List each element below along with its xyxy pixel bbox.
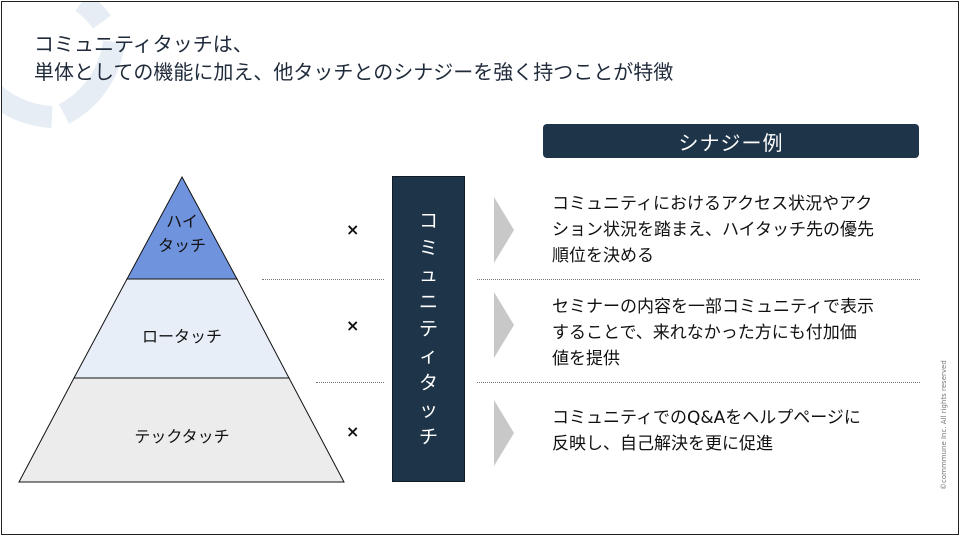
page-title: コミュニティタッチは、 単体としての機能に加え、他タッチとのシナジーを強く持つこ… xyxy=(34,30,673,86)
community-touch-char: ッ xyxy=(418,398,438,421)
times-symbol-high: × xyxy=(346,220,360,239)
title-line-1: コミュニティタッチは、 xyxy=(34,32,253,56)
community-touch-char: コ xyxy=(418,209,438,232)
high-touch-label-line-2: タッチ xyxy=(157,236,206,255)
example-2-line-2: することで、来れなかった方にも付加価 xyxy=(552,323,857,343)
touch-pyramid xyxy=(18,175,345,483)
example-1-line-3: 順位を決める xyxy=(552,246,654,266)
synergy-example-3: コミュニティでのQ&Aをヘルプページに 反映し、自己解決を更に促進 xyxy=(552,405,861,457)
synergy-example-2: セミナーの内容を一部コミュニティで表示 することで、来れなかった方にも付加価 値… xyxy=(552,294,874,372)
copyright-text: ©commmune Inc. All rights reserved xyxy=(940,360,948,490)
community-touch-char: テ xyxy=(418,317,438,340)
times-symbol-low: × xyxy=(346,316,360,335)
separator-left-1 xyxy=(262,279,384,280)
times-symbol-tech: × xyxy=(346,422,360,441)
chevron-right-icon xyxy=(494,197,514,263)
chevron-right-icon xyxy=(494,400,514,466)
synergy-example-1: コミュニティにおけるアクセス状況やアク ション状況を踏まえ、ハイタッチ先の優先 … xyxy=(552,191,874,269)
low-touch-label: ロータッチ xyxy=(141,327,222,346)
example-1-line-2: ション状況を踏まえ、ハイタッチ先の優先 xyxy=(552,220,874,240)
community-touch-char: ミ xyxy=(418,236,438,259)
example-3-line-2: 反映し、自己解決を更に促進 xyxy=(552,434,773,454)
community-touch-box: コ ミ ュ ニ テ ィ タ ッ チ xyxy=(392,176,465,482)
community-touch-char: ュ xyxy=(418,263,438,286)
high-touch-label-line-1: ハイ xyxy=(166,212,198,231)
chevron-right-icon xyxy=(494,292,514,358)
high-touch-label: ハイ タッチ xyxy=(142,210,222,258)
example-3-line-1: コミュニティでのQ&Aをヘルプページに xyxy=(552,408,861,428)
example-1-line-1: コミュニティにおけるアクセス状況やアク xyxy=(552,194,873,214)
decorative-ring xyxy=(2,2,125,128)
community-touch-char: チ xyxy=(418,425,438,448)
separator-left-2 xyxy=(316,382,384,383)
example-2-line-1: セミナーの内容を一部コミュニティで表示 xyxy=(552,297,874,317)
tech-touch-label: テックタッチ xyxy=(134,427,230,446)
community-touch-char: タ xyxy=(418,371,438,394)
community-touch-char: ニ xyxy=(418,290,438,313)
community-touch-char: ィ xyxy=(418,344,438,367)
separator-right-2 xyxy=(477,382,920,383)
title-line-2: 単体としての機能に加え、他タッチとのシナジーを強く持つことが特徴 xyxy=(34,60,674,84)
separator-right-1 xyxy=(477,279,920,280)
synergy-examples-header: シナジー例 xyxy=(543,124,919,158)
pyramid-tier-tech-touch xyxy=(18,377,345,483)
example-2-line-3: 値を提供 xyxy=(552,349,620,369)
